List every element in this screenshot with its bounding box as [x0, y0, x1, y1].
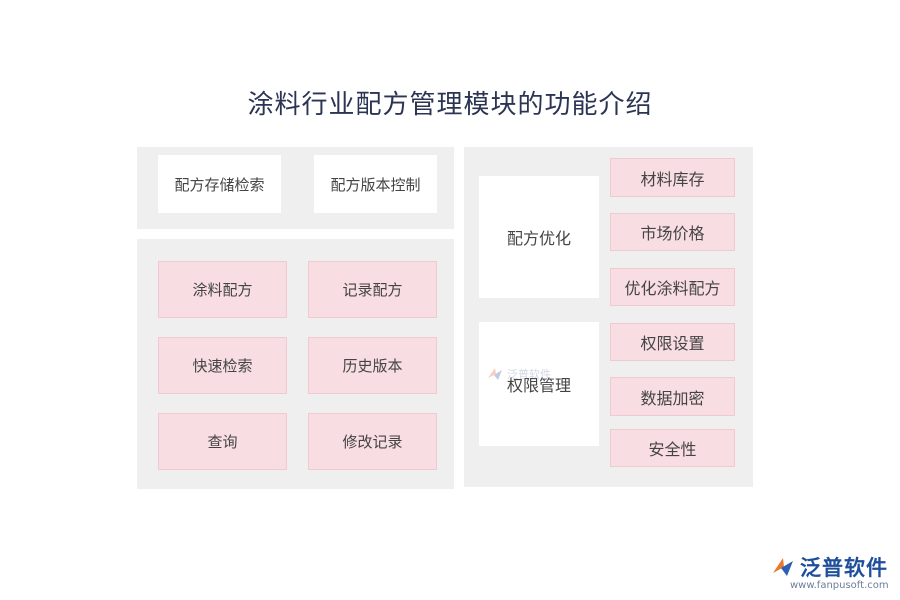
- item-market-price: 市场价格: [610, 213, 735, 251]
- item-recipe-storage: 配方存储检索: [158, 155, 281, 213]
- fanpu-logo-icon: [773, 558, 793, 576]
- item-history-version: 历史版本: [308, 337, 437, 394]
- item-query: 查询: [158, 413, 287, 470]
- brand-url: www.fanpusoft.com: [790, 580, 889, 591]
- item-data-encryption: 数据加密: [610, 377, 735, 416]
- right-panel: 配方优化 权限管理 材料库存 市场价格 优化涂料配方 权限设置 数据加密 安全性: [464, 147, 753, 487]
- brand-logo: 泛普软件: [770, 552, 888, 582]
- item-security: 安全性: [610, 429, 735, 467]
- watermark: 泛普软件: [486, 366, 551, 382]
- item-modify-record: 修改记录: [308, 413, 437, 470]
- watermark-text: 泛普软件: [507, 368, 551, 381]
- left-bottom-panel: 涂料配方 记录配方 快速检索 历史版本 查询 修改记录: [137, 239, 454, 489]
- item-recipe-version: 配方版本控制: [314, 155, 437, 213]
- page-title: 涂料行业配方管理模块的功能介绍: [247, 90, 653, 120]
- item-record-recipe: 记录配方: [308, 261, 437, 318]
- item-material-inventory: 材料库存: [610, 158, 735, 197]
- watermark-logo-icon: [488, 368, 502, 380]
- group-recipe-optimization: 配方优化: [479, 176, 599, 298]
- item-coating-recipe: 涂料配方: [158, 261, 287, 318]
- brand-name: 泛普软件: [800, 556, 888, 580]
- item-quick-search: 快速检索: [158, 337, 287, 394]
- item-permission-setting: 权限设置: [610, 323, 735, 361]
- item-optimize-coating-recipe: 优化涂料配方: [610, 268, 735, 306]
- left-top-panel: 配方存储检索 配方版本控制: [137, 147, 454, 229]
- group-permission-management: 权限管理: [479, 322, 599, 446]
